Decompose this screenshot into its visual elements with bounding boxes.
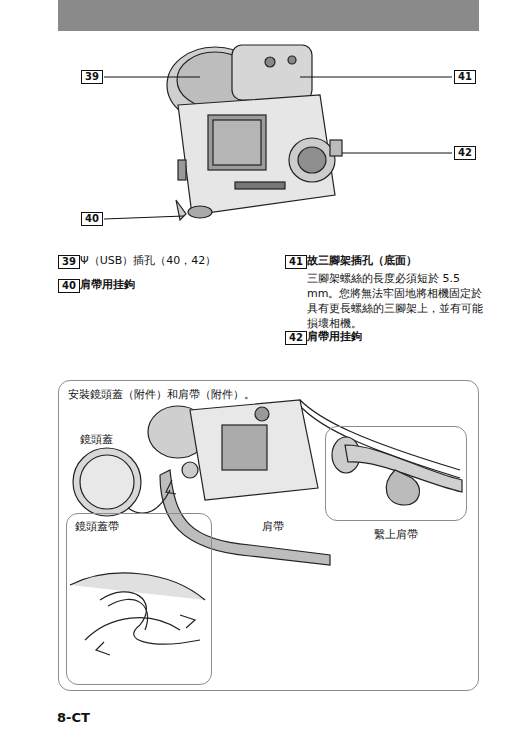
box-label: 安裝鏡頭蓋（附件）和肩帶（附件）。 [68,387,255,402]
strap-inset-figure [332,437,462,505]
callout-number: 39 [58,255,80,269]
header-bar [58,0,479,31]
callout-number: 40 [58,279,80,293]
box-label: 繫上肩帶 [325,527,467,542]
box-outline [325,426,467,521]
callout-number: 39 [81,70,103,84]
part-name: 鏡頭蓋 [80,432,113,447]
callout-number: 42 [285,331,307,345]
instruction-panel: 安裝鏡頭蓋（附件）和肩帶（附件）。繫上肩帶 鏡頭蓋帶 [58,380,479,691]
lens-cap-string-inset [70,573,205,655]
callout-number: 41 [285,255,307,269]
inset-box: 繫上肩帶 [325,426,467,550]
page-number: 8-CT [57,710,90,725]
camera-top-figure [167,45,342,220]
box-label: 鏡頭蓋帶 [75,519,119,534]
part-name: 故三腳架插孔（底面） [307,253,417,268]
part-name: Ψ（USB）插孔（40，42） [80,253,216,268]
note-text: 三腳架螺絲的長度必須短於 5.5 mm。您將無法牢固地將相機固定於具有更長螺絲的… [307,271,483,331]
callout-number: 41 [454,70,476,84]
box-outline [66,513,212,685]
callout-number: 42 [454,146,476,160]
callout-number: 40 [81,212,103,226]
leader-lines [104,77,452,219]
inset-box: 鏡頭蓋帶 [66,513,212,685]
part-name: 肩帶 [262,519,284,534]
part-name: 肩帶用挂鉤 [307,329,362,344]
part-name: 肩帶用挂鉤 [80,277,135,292]
